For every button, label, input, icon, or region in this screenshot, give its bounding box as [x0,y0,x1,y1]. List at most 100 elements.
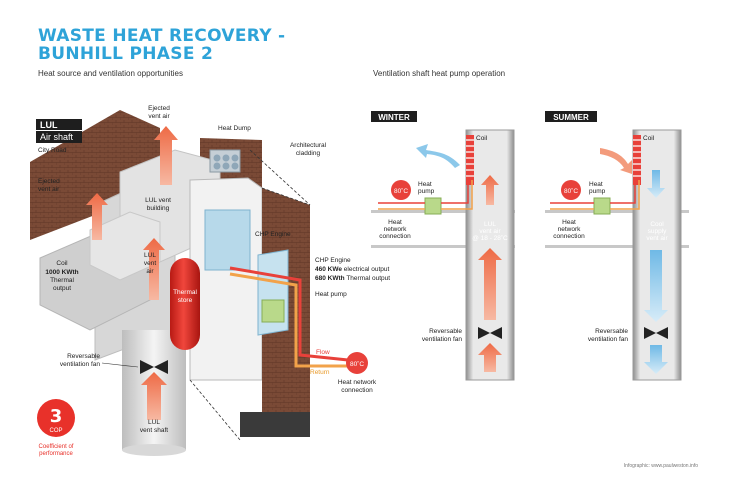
summer-heading-badge [545,111,597,122]
winter-shaft-text-3: @ 18 - 28˚C [472,234,508,242]
summer-down-arrow-bottom [644,345,668,374]
cop-value: 3 [50,406,63,427]
cutaway-guides [189,149,311,441]
winter-coil [466,135,474,185]
winter-pipe-red [441,180,469,204]
lul-vent-air-2: vent [144,260,156,267]
vent-air-arrow-shaft [141,372,167,420]
chp-elec-line: 460 KWe electrical output [315,266,390,273]
coil-label: Coil [56,260,68,267]
heat-network-1: Heat network [338,379,377,386]
reversable-fan-left-2: ventilation fan [60,361,100,368]
temp-80-badge [346,352,368,374]
summer-heading: SUMMER [553,113,589,122]
return-pipe [229,272,348,368]
ventilation-fan-icon [140,360,168,374]
ejected-air-arrow-left [86,193,108,240]
title-line-1: WASTE HEAT RECOVERY - [38,26,286,46]
flow-label: Flow [316,349,330,356]
summer-panel: SUMMER Coil Cool supply vent air Reversa… [545,111,689,381]
coefficient-2: performance [39,451,73,457]
summer-shaft-text-3: vent air [646,235,668,242]
coil-thermal-1: Thermal [50,277,74,284]
ejected-vent-air-left-2: vent air [38,186,60,193]
winter-heat-pump-label-1: Heat [418,181,432,188]
lul-badge [36,119,82,130]
arch-cladding-2: cladding [296,150,321,157]
vent-air-arrow-mid [143,238,165,300]
winter-shaft-text-1: LUL [484,221,496,228]
winter-temp-badge [391,180,411,200]
lul-badge-text: LUL [40,120,58,130]
winter-ground [371,210,515,213]
summer-intake-arrow [600,148,632,174]
winter-heat-pump-box [424,197,442,215]
air-shaft-badge [36,131,82,143]
winter-heading: WINTER [378,113,410,122]
summer-network-label-3: connection [553,233,585,240]
summer-shaft-text-2: supply [648,228,668,235]
temp-80-label: 80˚C [350,360,364,368]
winter-temp-label: 80˚C [394,187,408,195]
winter-network-label-1: Heat [388,219,402,226]
winter-fan-label-2: ventilation fan [422,336,462,343]
thermal-store-2: store [178,297,193,304]
page-title: WASTE HEAT RECOVERY - BUNHILL PHASE 2 [38,27,285,63]
winter-network-label-2: network [384,226,408,233]
summer-coil-fins [633,139,641,177]
summer-fan-label-2: ventilation fan [588,336,628,343]
summer-fan-label-1: Reversable [595,328,628,335]
summer-heat-pump-label-1: Heat [589,181,603,188]
summer-coil-label: Coil [643,135,655,142]
winter-heading-badge [371,111,417,122]
summer-coil [633,135,641,185]
summer-network-label-1: Heat [562,219,576,226]
heat-dump-units [209,149,241,173]
chp-elec-text: electrical output [344,266,390,273]
heat-network-2: connection [341,387,373,394]
summer-heat-pump-box [593,197,611,215]
lul-vent-building-1: LUL vent [145,197,171,204]
ejected-vent-air-top-2: vent air [148,113,170,120]
lul-vent-shaft-1: LUL [148,419,160,426]
cop-label: COP [49,428,62,434]
arch-cladding-1: Architectural [290,142,327,149]
heat-pump-label: Heat pump [315,291,347,298]
chp-elec-value: 460 KWe [315,266,342,273]
summer-ground [545,210,689,213]
cladding-base [240,412,310,437]
city-road-label: City Road [38,147,67,154]
summer-down-arrow-main [644,250,668,322]
winter-coil-fins [466,139,474,177]
winter-up-arrow-bottom [478,343,502,372]
chp-engine-title: CHP Engine [315,257,351,264]
winter-network-label-3: connection [379,233,411,240]
summer-down-arrow-top [647,170,665,198]
lul-vent-shaft-2: vent shaft [140,427,168,434]
chp-engine-inner-label: CHP Engine [255,231,291,238]
ejected-vent-air-left-1: Ejected [38,178,60,185]
summer-pipe-orange [610,180,640,210]
winter-shaft-text-2: vent air [479,228,501,235]
brick-wall-left [30,110,160,240]
title-line-2: BUNHILL PHASE 2 [38,44,214,64]
flow-pipe [229,266,349,362]
ejected-air-arrow-top [154,126,178,185]
return-label: Return [310,369,330,376]
summer-fan-icon [644,327,656,339]
coil-value: 1000 KWth [45,269,78,276]
coefficient-1: Coefficient of [39,444,74,450]
left-subtitle: Heat source and ventilation opportunitie… [38,69,183,78]
cop-badge [37,399,75,437]
winter-coil-label: Coil [476,135,488,142]
summer-temp-label: 80˚C [564,187,578,195]
winter-ground-line [371,245,515,248]
winter-up-arrow-top [481,175,499,205]
chp-therm-text: Thermal output [346,275,390,282]
lul-vent-building-2: building [147,205,170,212]
chp-therm-value: 680 KWth [315,275,345,282]
ejected-vent-air-top-1: Ejected [148,105,170,112]
summer-temp-badge [561,180,581,200]
summer-pipe-red [610,180,636,204]
